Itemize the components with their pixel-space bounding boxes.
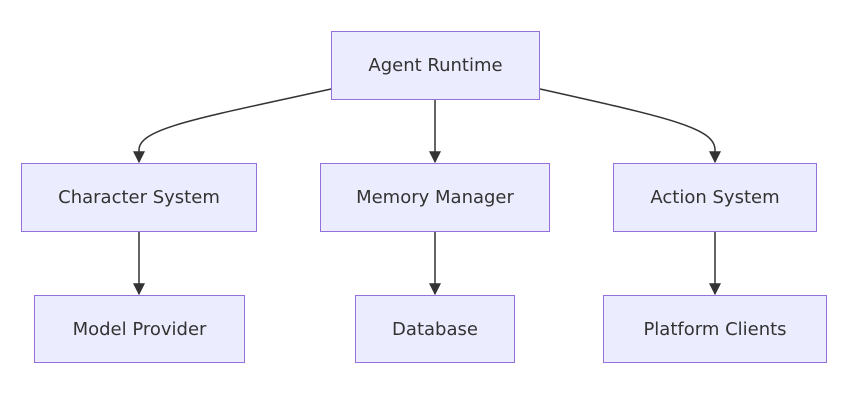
node-label: Action System [650, 187, 780, 208]
node-action-system: Action System [613, 163, 817, 232]
edge-runtime-to-character [133, 88, 332, 164]
node-label: Database [392, 318, 478, 340]
node-character-system: Character System [21, 163, 257, 232]
node-label: Memory Manager [356, 187, 514, 208]
edge-runtime-to-action [539, 88, 721, 164]
node-label: Character System [58, 187, 220, 208]
node-model-provider: Model Provider [34, 295, 245, 363]
node-label: Model Provider [72, 318, 207, 340]
node-label: Agent Runtime [368, 55, 503, 76]
node-label: Platform Clients [643, 318, 787, 340]
node-platform-clients: Platform Clients [603, 295, 827, 363]
node-memory-manager: Memory Manager [320, 163, 550, 232]
node-agent-runtime: Agent Runtime [331, 31, 540, 100]
node-database: Database [355, 295, 515, 363]
